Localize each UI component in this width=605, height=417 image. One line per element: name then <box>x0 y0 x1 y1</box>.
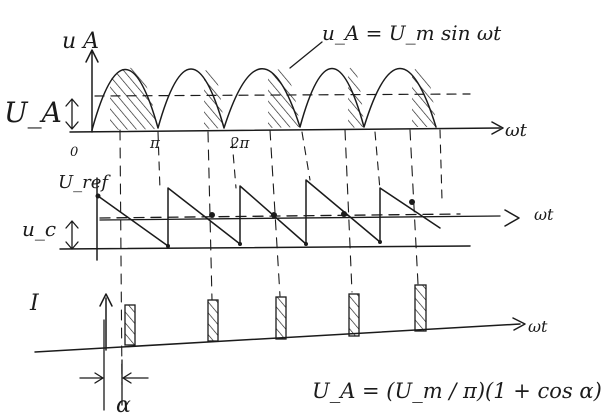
average-level-top <box>65 93 471 130</box>
projection-lines <box>119 129 443 386</box>
ua-sine-formula: u_A = U_m sin ωt <box>322 21 502 45</box>
hatched-areas-top <box>110 67 436 130</box>
average-voltage-formula: U_A = (U_m / π)(1 + cos α) = f(α) <box>312 379 605 403</box>
origin-label: 0 <box>70 145 78 160</box>
two-pi-tick-label: 2π <box>229 134 251 152</box>
wt-axis-label-mid: ωt <box>534 205 554 224</box>
voltage-axis-top <box>69 49 504 135</box>
alpha-indicator <box>79 319 149 411</box>
reference-axis-mid <box>59 177 520 261</box>
control-level-mid <box>65 213 461 250</box>
wt-axis-label-bottom: ωt <box>528 317 548 336</box>
current-axis-label: I <box>29 291 40 316</box>
wt-axis-label-top: ωt <box>505 120 528 141</box>
alpha-label: α <box>116 393 131 417</box>
uc-label: u_c <box>22 217 56 241</box>
sawtooth-ramps <box>95 179 441 248</box>
ua-axis-label: u A <box>62 29 99 54</box>
pi-tick-label: π <box>149 134 161 152</box>
ua-average-label: U_A <box>4 96 62 129</box>
trigger-pulses <box>124 284 427 346</box>
uref-label: U_ref <box>58 172 111 193</box>
formula-pointer <box>289 41 323 69</box>
